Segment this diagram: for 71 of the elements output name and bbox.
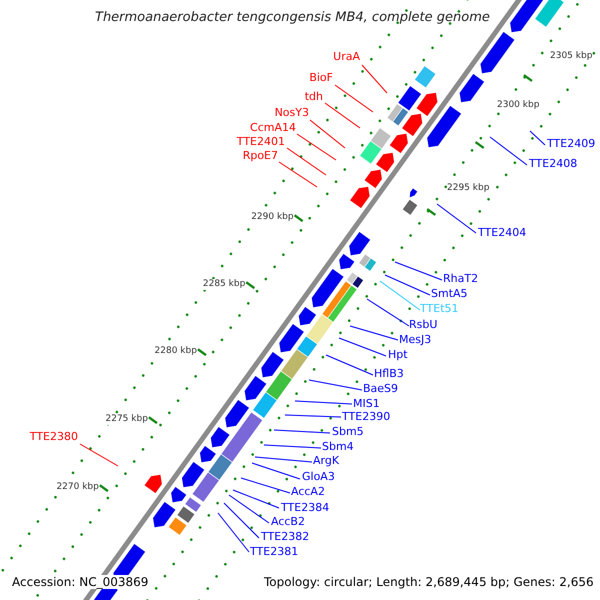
gene-label: RhaT2 xyxy=(443,272,478,285)
leader-line xyxy=(224,502,260,538)
gene-label: TTE2380 xyxy=(30,430,78,443)
leader-line xyxy=(436,204,476,234)
leader-line xyxy=(366,298,410,326)
gene-label: RsbU xyxy=(409,318,438,331)
leader-line xyxy=(310,120,346,148)
gene-label: NosY3 xyxy=(274,106,309,119)
leader-line xyxy=(326,354,374,376)
gene-label: TTE2381 xyxy=(250,545,298,558)
gene-label: BioF xyxy=(309,71,333,84)
gene-label: TTE2390 xyxy=(342,410,390,423)
tick-label: 2295 kbp xyxy=(447,183,490,194)
leader-line xyxy=(324,102,360,128)
gene-label: MesJ3 xyxy=(399,333,432,346)
gene-label: TTE2404 xyxy=(478,226,526,239)
leader-line xyxy=(252,462,300,480)
leader-line xyxy=(294,400,352,404)
leader-line xyxy=(362,64,388,94)
gene-label: TTE2384 xyxy=(281,501,330,514)
gene-label: Sbm5 xyxy=(332,425,364,438)
leader-line xyxy=(286,148,326,176)
genome-info-text: Topology: circular; Length: 2,689,445 bp; Genes: 2,656 xyxy=(262,575,596,589)
gene-label: ArgK xyxy=(313,454,340,467)
leader-line xyxy=(80,444,118,466)
title: Thermoanaerobacter tengcongensis MB4, complete genome xyxy=(95,10,490,26)
leader-line xyxy=(296,134,336,160)
gene-label: BaeS9 xyxy=(363,382,398,395)
gene-label: TTE2409 xyxy=(547,137,596,150)
gene-label: TTE2408 xyxy=(529,157,578,170)
gene-label: Sbm4 xyxy=(322,440,354,453)
gene-label: AccB2 xyxy=(271,515,305,528)
tick-label: 2270 kbp xyxy=(56,482,99,494)
leader-line xyxy=(334,84,374,112)
leader-line xyxy=(254,456,312,462)
gene-label: HflB3 xyxy=(374,367,404,380)
gene-label: AccA2 xyxy=(291,485,325,498)
leader-line xyxy=(274,430,330,434)
gene-label: TTE2401 xyxy=(236,135,285,148)
gene-label: MIS1 xyxy=(353,397,380,410)
leader-line xyxy=(308,380,362,390)
tick-label: 2285 kbp xyxy=(202,279,246,290)
tick-label: 2280 kbp xyxy=(154,346,197,358)
leader-line xyxy=(380,280,420,310)
gene-label: Hpt xyxy=(388,348,408,361)
gene-label: TTE2382 xyxy=(261,530,310,543)
gene-label: CcmA14 xyxy=(250,121,296,134)
gene-label: UraA xyxy=(333,50,360,63)
leader-line xyxy=(384,274,430,296)
leader-line xyxy=(490,136,528,166)
leader-line xyxy=(228,494,270,524)
leader-line xyxy=(264,444,322,448)
gene-label: RpoE7 xyxy=(242,149,278,162)
tick-label: 2300 kbp xyxy=(497,100,540,111)
accession-text: Accession: NC_003869 xyxy=(10,575,150,589)
gene-label: SmtA5 xyxy=(431,287,468,300)
leader-line xyxy=(232,490,280,508)
gene-label: tdh xyxy=(304,90,323,103)
leader-line xyxy=(218,512,250,552)
tick-label: 2275 kbp xyxy=(106,414,148,426)
gene-label: GloA3 xyxy=(302,470,335,483)
tick-label: 2290 kbp xyxy=(251,212,294,224)
leader-line xyxy=(530,130,546,146)
leader-line xyxy=(240,478,290,494)
leader-line xyxy=(284,414,342,418)
gene-label: TTEt51 xyxy=(420,302,459,315)
leader-line xyxy=(278,162,318,188)
leader-line xyxy=(394,262,442,280)
leader-line xyxy=(338,338,386,356)
leader-line xyxy=(350,326,398,340)
tick-label: 2305 kbp xyxy=(550,51,592,62)
